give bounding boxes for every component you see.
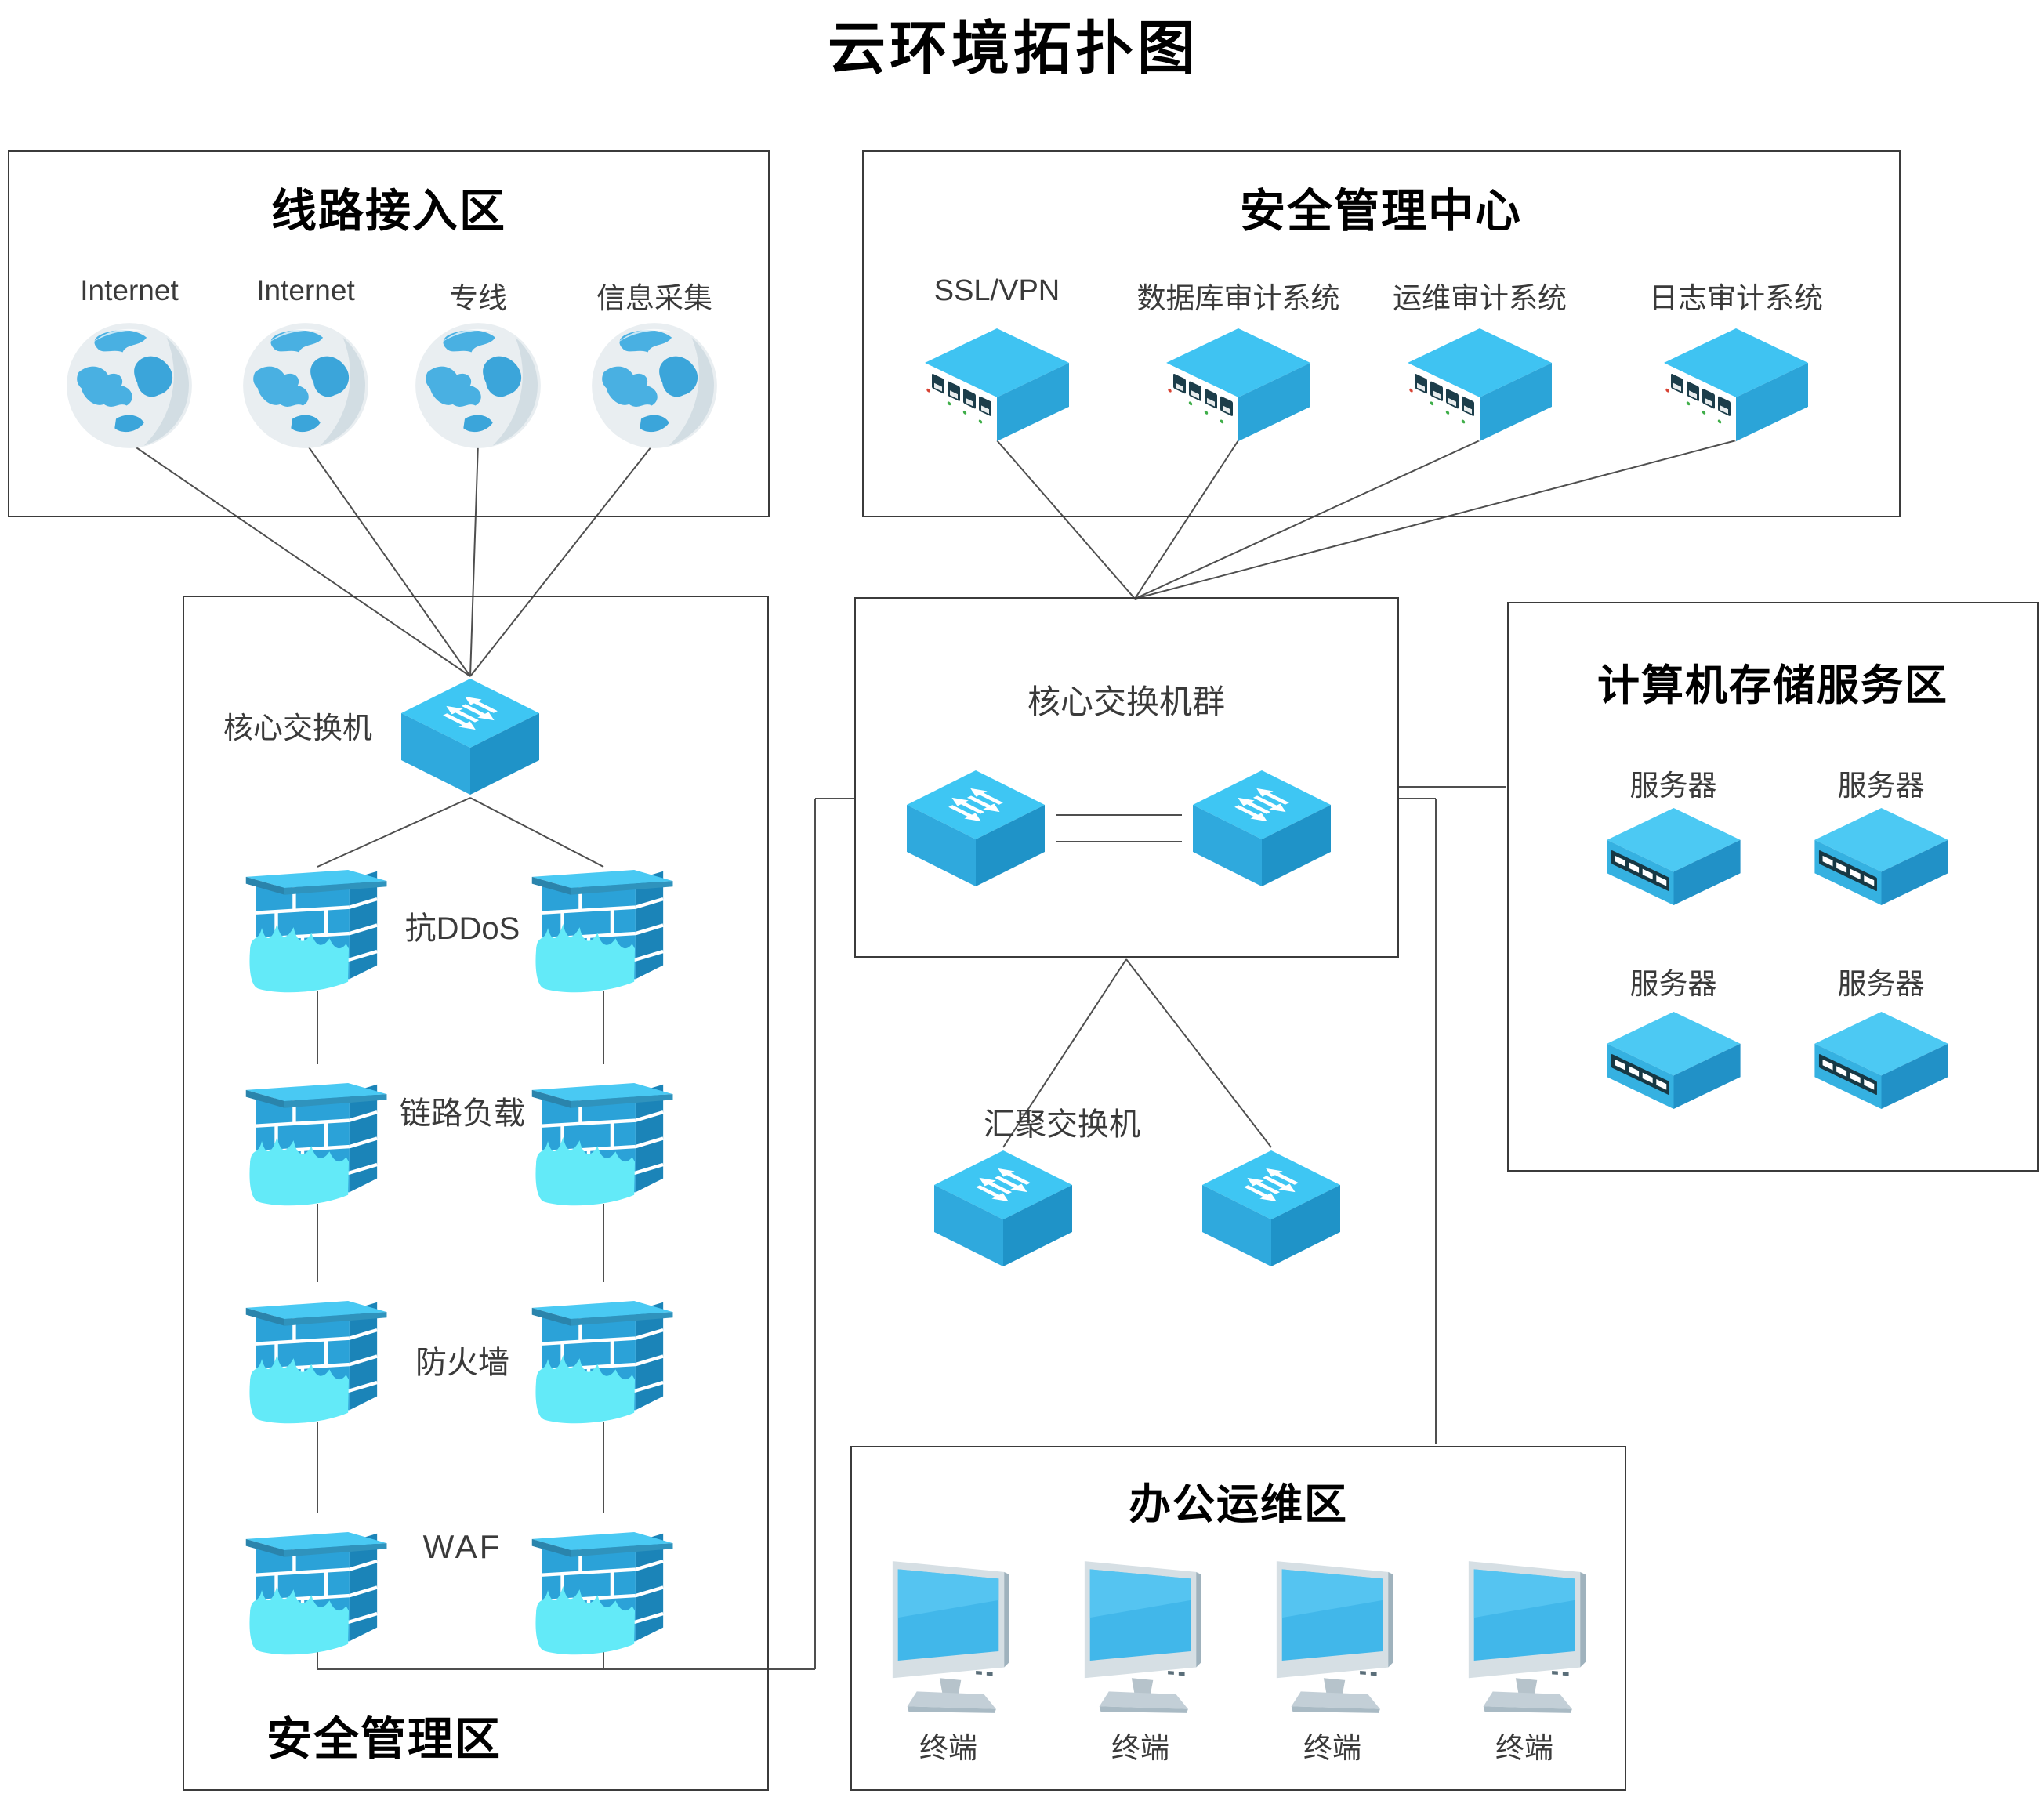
zone-title-security-mgmt: 安全管理区	[266, 1714, 502, 1765]
terminal-label: 终端	[1303, 1732, 1361, 1764]
item-label-ops-audit: 运维审计系统	[1393, 282, 1567, 314]
monitor-icon	[1454, 1552, 1595, 1713]
zone-box-office	[850, 1446, 1626, 1791]
network-appliance-icon	[919, 325, 1075, 447]
item-label-internet-2: Internet	[256, 274, 355, 306]
firewall-icon	[531, 1509, 676, 1661]
item-label-ssl-vpn: SSL/VPN	[933, 274, 1060, 307]
zone-title-office: 办公运维区	[1129, 1481, 1348, 1528]
monitor-icon	[1262, 1552, 1403, 1713]
server-icon	[1601, 802, 1746, 911]
terminal-label: 终端	[1495, 1732, 1553, 1764]
zone-box-line-access	[8, 150, 770, 517]
aggregation-label: 汇聚交换机	[984, 1107, 1140, 1142]
network-appliance-icon	[1160, 325, 1317, 447]
cluster-switch-icon	[1187, 766, 1336, 891]
globe-icon	[588, 319, 721, 452]
firewall-icon	[245, 1060, 390, 1212]
item-label-db-audit: 数据库审计系统	[1136, 282, 1340, 314]
zone-box-core-cluster	[854, 597, 1399, 958]
network-appliance-icon	[1658, 325, 1814, 447]
chain-label-firewall: 防火墙	[415, 1346, 509, 1380]
globe-icon	[411, 319, 545, 452]
item-label-leased-line: 专线	[449, 282, 507, 314]
globe-icon	[63, 319, 196, 452]
firewall-icon	[531, 846, 676, 998]
terminal-label: 终端	[1111, 1732, 1169, 1764]
chain-label-antiddos: 抗DDoS	[404, 911, 520, 946]
server-icon	[1809, 1005, 1954, 1115]
network-appliance-icon	[1401, 325, 1558, 447]
terminal-label: 终端	[919, 1732, 977, 1764]
page-title: 云环境拓扑图	[828, 16, 1199, 81]
firewall-icon	[531, 1277, 676, 1429]
zone-title-storage: 计算机存储服务区	[1597, 662, 1948, 709]
server-label: 服务器	[1837, 968, 1925, 1000]
server-icon	[1601, 1005, 1746, 1115]
zone-title-line-access: 线路接入区	[270, 186, 506, 237]
aggregation-switch-icon	[929, 1146, 1078, 1271]
aggregation-switch-icon	[1197, 1146, 1346, 1271]
chain-label-waf: WAF	[422, 1528, 502, 1565]
server-label: 服务器	[1629, 770, 1717, 802]
server-icon	[1809, 802, 1954, 911]
core-switch-label: 核心交换机	[223, 712, 372, 745]
core-switch-icon	[396, 670, 545, 803]
item-label-internet-1: Internet	[80, 274, 179, 306]
monitor-icon	[878, 1552, 1019, 1713]
firewall-icon	[531, 1060, 676, 1212]
zone-title-core-cluster: 核心交换机群	[1027, 683, 1225, 720]
server-label: 服务器	[1837, 770, 1925, 802]
zone-box-storage	[1507, 602, 2039, 1172]
cluster-switch-icon	[901, 766, 1050, 891]
zone-box-security-center	[862, 150, 1901, 517]
globe-icon	[239, 319, 372, 452]
zone-box-security-mgmt	[183, 596, 769, 1791]
server-label: 服务器	[1629, 968, 1717, 1000]
zone-title-security-center: 安全管理中心	[1239, 186, 1522, 237]
monitor-icon	[1070, 1552, 1211, 1713]
item-label-info-collect: 信息采集	[596, 282, 712, 314]
chain-label-linkload: 链路负载	[400, 1096, 525, 1131]
item-label-log-audit: 日志审计系统	[1649, 282, 1823, 314]
